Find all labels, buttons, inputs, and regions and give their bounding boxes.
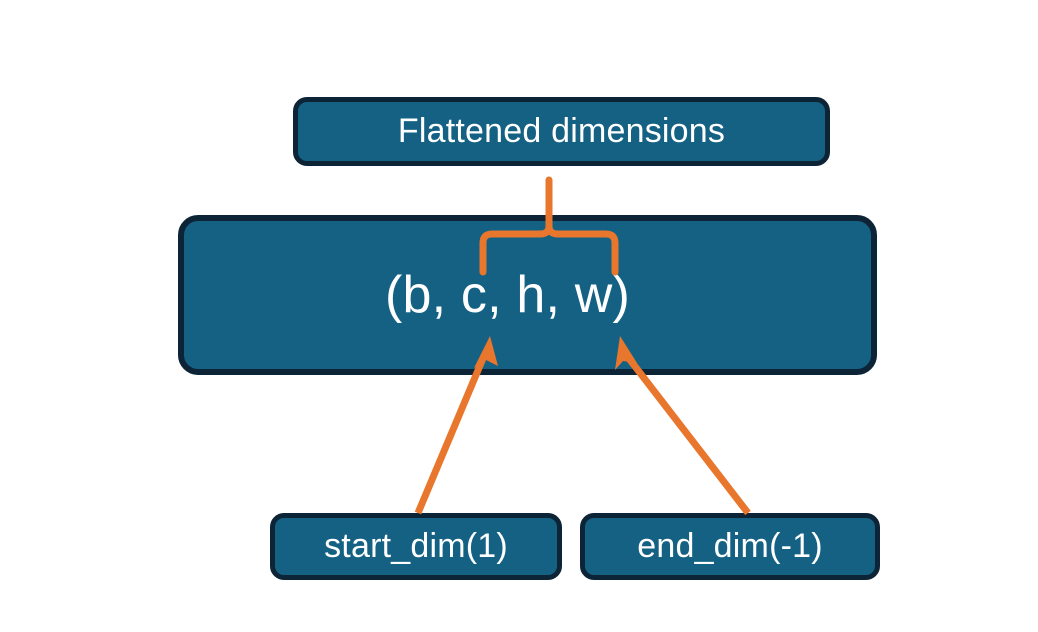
tensor-shape-box: (b, c, h, w) (178, 215, 877, 375)
end-dim-box: end_dim(-1) (580, 513, 880, 580)
arrow-end-dim-shaft (624, 353, 751, 516)
flattened-dimensions-label: Flattened dimensions (397, 112, 726, 150)
arrow-start-dim-shaft (414, 354, 488, 515)
flattened-dimensions-box: Flattened dimensions (293, 97, 830, 166)
tensor-shape-label: (b, c, h, w) (384, 266, 631, 324)
start-dim-label: start_dim(1) (324, 527, 508, 565)
end-dim-label: end_dim(-1) (637, 527, 823, 565)
start-dim-box: start_dim(1) (270, 513, 562, 580)
